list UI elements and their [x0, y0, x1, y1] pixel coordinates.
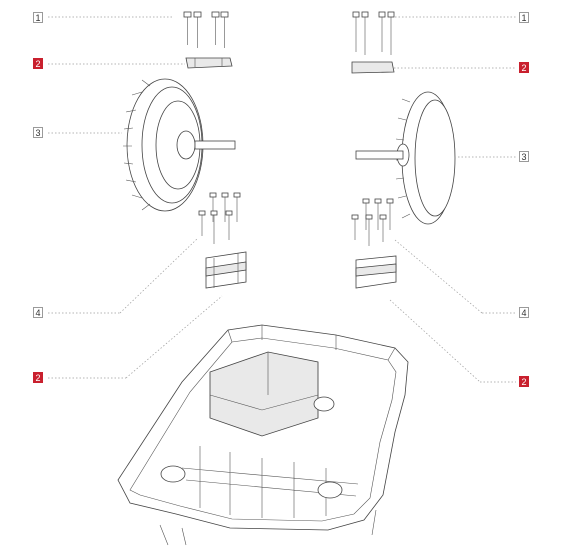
left-screw-set-bottom: [198, 192, 241, 244]
right-screw-set-bottom: [351, 198, 394, 246]
callout-4-left-bottom-screws[interactable]: 4: [33, 307, 43, 318]
callout-3-right-wheel[interactable]: 3: [519, 151, 529, 162]
callout-1-right-screws[interactable]: 1: [519, 12, 529, 23]
left-screw-set-top: [183, 11, 229, 48]
chassis-base: [117, 324, 409, 546]
right-motor-bracket: [355, 255, 397, 289]
callout-2-left-motor-bracket[interactable]: 2: [33, 372, 43, 383]
left-bracket-plate-top: [185, 57, 233, 69]
right-wheel: [355, 91, 456, 225]
left-motor-bracket: [205, 251, 247, 289]
callout-1-left-screws[interactable]: 1: [33, 12, 43, 23]
callout-2-right-motor-bracket[interactable]: 2: [519, 376, 529, 387]
callout-4-right-bottom-screws[interactable]: 4: [519, 307, 529, 318]
right-screw-set-top: [352, 11, 395, 55]
callout-3-left-wheel[interactable]: 3: [33, 127, 43, 138]
callout-2-right-top-plate[interactable]: 2: [519, 62, 529, 73]
right-bracket-plate-top: [351, 61, 395, 74]
callout-2-left-top-plate[interactable]: 2: [33, 58, 43, 69]
leader-lines: [48, 16, 516, 383]
left-wheel: [123, 78, 236, 212]
